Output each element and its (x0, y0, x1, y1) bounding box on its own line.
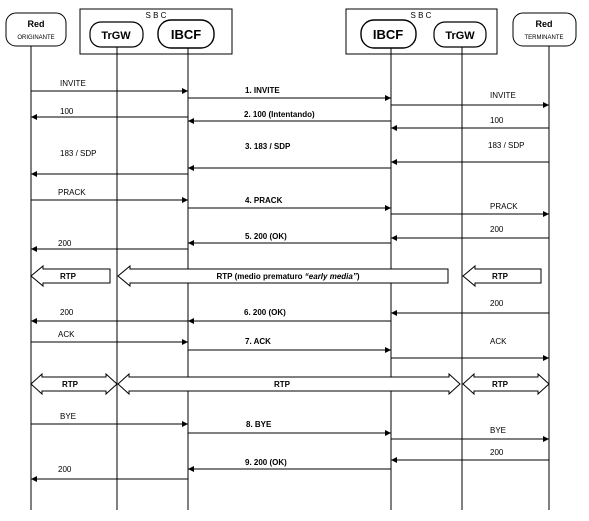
sbc-left-title: S B C (146, 11, 167, 20)
rtp-media-labels: RTP RTP RTP (62, 380, 509, 389)
label-invite-1: 1. INVITE (245, 86, 280, 95)
rtp-early-center-arrow (117, 264, 449, 288)
message-arrows (31, 88, 549, 482)
label-prack-orig: PRACK (58, 188, 86, 197)
label-invite-orig: INVITE (60, 79, 86, 88)
rtp-media-center-arrow (117, 372, 461, 396)
originating-network-title: Red (27, 19, 44, 29)
label-ack-orig: ACK (58, 330, 75, 339)
label-100-orig: 100 (60, 107, 74, 116)
label-ack-term: ACK (490, 337, 507, 346)
label-200b-term: 200 (490, 299, 504, 308)
rtp-media-left-label: RTP (62, 380, 79, 389)
label-200c-9: 9. 200 (OK) (245, 458, 287, 467)
label-183-term: 183 / SDP (488, 141, 524, 150)
rtp-early-right-arrow (462, 264, 542, 288)
rtp-early-center-suffix: ) (357, 272, 360, 281)
rtp-early-right-label: RTP (492, 272, 509, 281)
rtp-early-labels: RTP RTP (medio prematuro “early media”) … (60, 272, 509, 281)
sbc-right-title: S B C (411, 11, 432, 20)
rtp-early-left-arrow (30, 264, 111, 288)
rtp-media-right-label: RTP (492, 380, 509, 389)
rtp-early-center-italic: “early media” (305, 272, 357, 281)
rtp-media-right-arrow (462, 372, 550, 396)
label-200b-6: 6. 200 (OK) (244, 308, 286, 317)
sbc-right-box: S B C IBCF TrGW (345, 8, 498, 55)
label-prack-4: 4. PRACK (245, 196, 283, 205)
ibcf-left-box: IBCF (157, 19, 215, 49)
label-ack-7: 7. ACK (245, 337, 271, 346)
trgw-right-box: TrGW (433, 21, 487, 48)
label-200-orig: 200 (58, 239, 72, 248)
label-bye-8: 8. BYE (246, 420, 272, 429)
label-200-term: 200 (490, 225, 504, 234)
ibcf-right-box: IBCF (360, 19, 417, 49)
rtp-media (30, 372, 550, 396)
label-bye-orig: BYE (60, 412, 76, 421)
label-200-5: 5. 200 (OK) (245, 232, 287, 241)
label-200c-orig: 200 (58, 465, 72, 474)
rtp-early-media (30, 264, 542, 288)
terminating-network-subtitle: TERMINANTE (525, 35, 564, 41)
label-183-3: 3. 183 / SDP (245, 142, 291, 151)
message-labels: INVITE 1. INVITE INVITE 100 2. 100 (Inte… (58, 79, 524, 474)
terminating-network-box: Red TERMINANTE (512, 12, 577, 47)
label-200b-orig: 200 (60, 308, 74, 317)
terminating-network-title: Red (535, 19, 552, 29)
label-bye-term: BYE (490, 426, 506, 435)
label-183-orig: 183 / SDP (60, 149, 96, 158)
rtp-media-left-arrow (30, 372, 118, 396)
ibcf-left-label: IBCF (171, 27, 201, 42)
sbc-left-box: S B C TrGW IBCF (79, 8, 233, 55)
rtp-media-center-label: RTP (274, 380, 291, 389)
ibcf-right-label: IBCF (373, 27, 403, 42)
originating-network-subtitle: ORIGINANTE (17, 35, 54, 41)
label-prack-term: PRACK (490, 202, 518, 211)
trgw-right-label: TrGW (445, 30, 475, 42)
trgw-left-box: TrGW (89, 21, 144, 48)
rtp-early-center-label: RTP (medio prematuro “early media”) (216, 272, 359, 281)
rtp-early-center-prefix: RTP (medio prematuro (216, 272, 304, 281)
label-100-term: 100 (490, 116, 504, 125)
label-200c-term: 200 (490, 448, 504, 457)
rtp-early-left-label: RTP (60, 272, 77, 281)
trgw-left-label: TrGW (101, 30, 131, 42)
originating-network-box: Red ORIGINANTE (5, 12, 67, 47)
label-invite-term: INVITE (490, 91, 516, 100)
label-100-2: 2. 100 (Intentando) (244, 110, 315, 119)
